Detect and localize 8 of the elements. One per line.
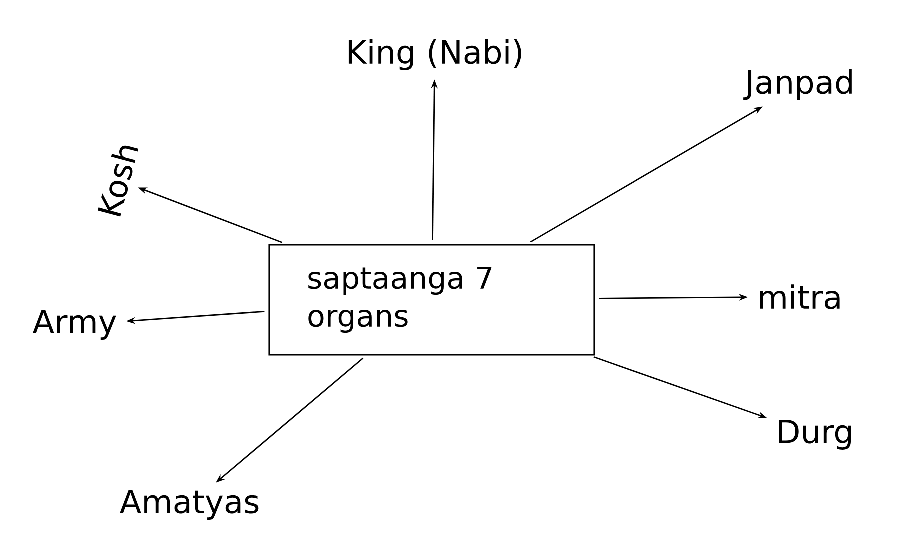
node-label: Durg [779, 420, 852, 450]
node-label: King (Nabi) [348, 40, 522, 70]
node-label: Kosh [98, 146, 139, 217]
node-label: Janpad [744, 70, 852, 100]
node-label: mitra [760, 284, 840, 310]
concept-box: saptaanga 7 organs [268, 244, 596, 356]
node-label: Army [32, 310, 116, 340]
node-label: Amatyas [120, 490, 259, 520]
